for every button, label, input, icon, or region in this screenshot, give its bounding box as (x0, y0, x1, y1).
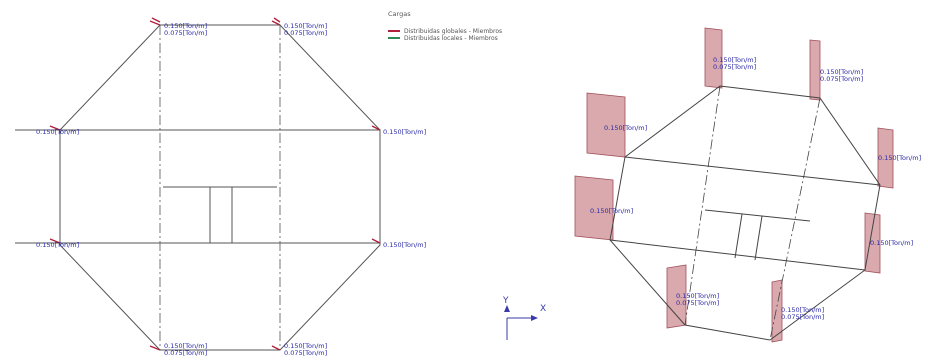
iso-label-left-lower: 0.150[Ton/m] (590, 207, 633, 215)
iso-octagon-frame (609, 85, 881, 341)
plan-label-bottom-right-2: 0.075[Ton/m] (284, 349, 327, 357)
plan-labels: 0.150[Ton/m] 0.075[Ton/m] 0.150[Ton/m] 0… (36, 22, 426, 357)
legend-item-local: Distribuidas locales - Miembros (404, 35, 498, 42)
legend: Cargas Distribuidas globales - Miembros … (388, 10, 502, 42)
iso-core-top (704, 209, 811, 222)
load-arrow (271, 345, 281, 351)
y-axis-label: Y (502, 296, 509, 306)
load-arrow (151, 17, 161, 23)
axis-triad: Y X (502, 296, 546, 340)
iso-beam-lower (609, 239, 866, 271)
load-arrow (149, 20, 161, 26)
iso-label-bottom-a-2: 0.075[Ton/m] (676, 299, 719, 307)
load-arrow (49, 238, 61, 244)
load-arrow (273, 17, 281, 23)
plan-label-mid-right-lower: 0.150[Ton/m] (383, 241, 426, 249)
x-arrow-icon (531, 315, 538, 321)
iso-label-left-upper: 0.150[Ton/m] (604, 124, 647, 132)
load-panel-right-upper (877, 127, 894, 189)
iso-beam-upper (624, 156, 881, 186)
plan-label-top-left-2: 0.075[Ton/m] (164, 29, 207, 37)
iso-label-top-a-2: 0.075[Ton/m] (713, 63, 756, 71)
iso-label-bottom-a-1: 0.150[Ton/m] (676, 292, 719, 300)
plan-label-bottom-left-2: 0.075[Ton/m] (164, 349, 207, 357)
legend-title: Cargas (388, 10, 411, 18)
load-panel-top-b (809, 39, 821, 101)
plan-label-mid-left-upper: 0.150[Ton/m] (36, 128, 79, 136)
plan-view (15, 24, 381, 351)
iso-label-bottom-b-2: 0.075[Ton/m] (781, 313, 824, 321)
plan-label-top-right-1: 0.150[Ton/m] (284, 22, 327, 30)
iso-label-right-lower: 0.150[Ton/m] (870, 239, 913, 247)
plan-label-bottom-right-1: 0.150[Ton/m] (284, 342, 327, 350)
iso-labels: 0.150[Ton/m] 0.075[Ton/m] 0.150[Ton/m] 0… (590, 56, 921, 321)
load-arrow (371, 125, 381, 131)
y-arrow-icon (504, 305, 510, 312)
iso-label-top-b-2: 0.075[Ton/m] (820, 75, 863, 83)
plan-label-bottom-left-1: 0.150[Ton/m] (164, 342, 207, 350)
plan-label-mid-left-lower: 0.150[Ton/m] (36, 241, 79, 249)
load-panel-top-a (704, 27, 723, 89)
x-axis-label: X (540, 304, 546, 314)
iso-view (609, 85, 881, 341)
iso-core-v2 (754, 215, 763, 261)
plan-label-top-left-1: 0.150[Ton/m] (164, 22, 207, 30)
iso-col-left (684, 85, 721, 326)
iso-label-right-upper: 0.150[Ton/m] (878, 154, 921, 162)
iso-label-top-a-1: 0.150[Ton/m] (713, 56, 756, 64)
legend-item-global: Distribuidas globales - Miembros (404, 28, 502, 35)
iso-core-v1 (734, 213, 743, 259)
load-arrow (149, 345, 161, 351)
load-arrow (49, 125, 61, 131)
load-arrow (271, 20, 281, 26)
iso-col-right (769, 97, 821, 341)
plan-label-mid-right-upper: 0.150[Ton/m] (383, 128, 426, 136)
plan-label-top-right-2: 0.075[Ton/m] (284, 29, 327, 37)
iso-label-top-b-1: 0.150[Ton/m] (820, 68, 863, 76)
plan-load-arrows (49, 17, 381, 351)
iso-label-bottom-b-1: 0.150[Ton/m] (781, 306, 824, 314)
load-arrow (371, 238, 381, 244)
